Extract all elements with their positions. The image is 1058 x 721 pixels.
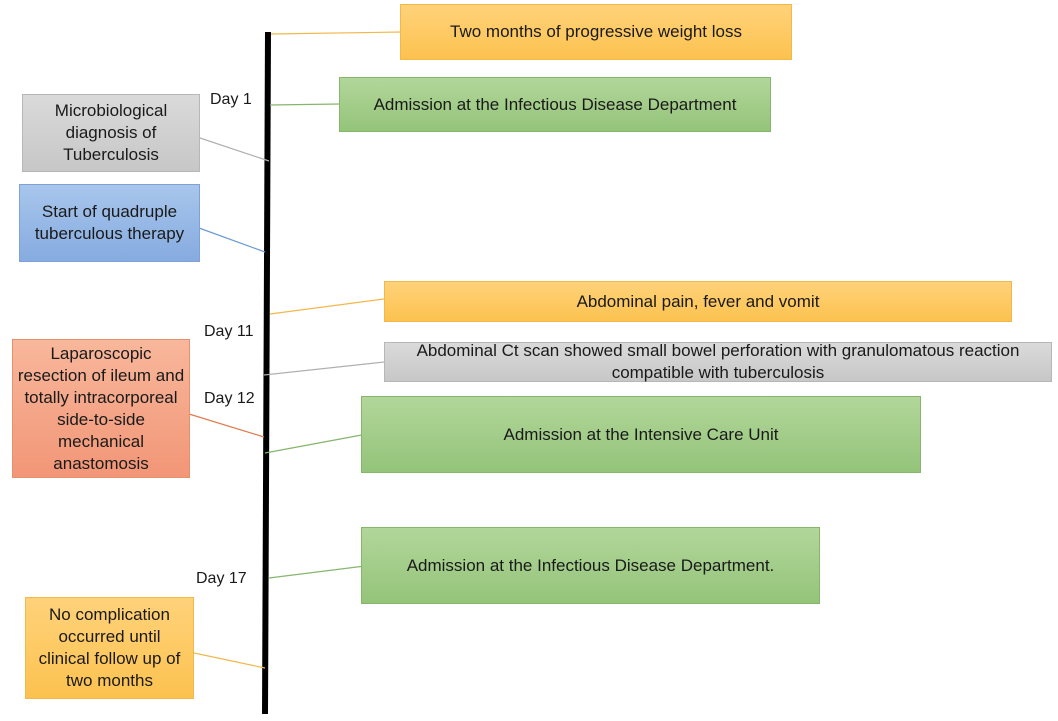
day-11-label: Day 11 (204, 323, 254, 340)
connector-admission-icu (264, 433, 368, 454)
event-quadruple-therapy-text: Start of quadruple tuberculous therapy (34, 202, 185, 243)
event-laparoscopic: Laparoscopic resection of ileum and tota… (12, 339, 190, 478)
connector-admission-idd (269, 103, 341, 106)
event-admission-icu: Admission at the Intensive Care Unit (361, 396, 921, 473)
event-ct-scan-text: Abdominal Ct scan showed small bowel per… (416, 341, 1020, 382)
connector-quadruple-therapy (198, 227, 266, 253)
day-17-label: Day 17 (196, 570, 247, 587)
event-admission-idd-text: Admission at the Infectious Disease Depa… (373, 94, 737, 114)
event-admission-idd-2: Admission at the Infectious Disease Depa… (361, 527, 820, 604)
event-no-complication-text: No complication occurred until clinical … (38, 605, 181, 690)
event-admission-idd-2-text: Admission at the Infectious Disease Depa… (406, 555, 775, 575)
connector-micro-diagnosis (199, 137, 270, 162)
event-micro-diagnosis-text: Microbiological diagnosis of Tuberculosi… (54, 101, 168, 164)
connector-ct-scan (263, 361, 385, 376)
connector-laparoscopic (188, 413, 265, 438)
event-admission-icu-text: Admission at the Intensive Care Unit (503, 424, 779, 444)
connector-abdominal-pain (269, 298, 385, 315)
event-admission-idd: Admission at the Infectious Disease Depa… (339, 77, 771, 132)
connector-weight-loss (270, 31, 402, 35)
event-no-complication: No complication occurred until clinical … (25, 597, 194, 699)
event-laparoscopic-text: Laparoscopic resection of ileum and tota… (17, 343, 185, 473)
event-weight-loss: Two months of progressive weight loss (400, 4, 792, 60)
event-abdominal-pain-text: Abdominal pain, fever and vomit (576, 291, 820, 311)
event-weight-loss-text: Two months of progressive weight loss (450, 22, 742, 41)
event-ct-scan: Abdominal Ct scan showed small bowel per… (384, 341, 1052, 382)
timeline-axis (262, 31, 271, 715)
event-micro-diagnosis: Microbiological diagnosis of Tuberculosi… (22, 94, 200, 172)
event-abdominal-pain: Abdominal pain, fever and vomit (384, 281, 1012, 322)
day-1-label: Day 1 (210, 91, 252, 108)
day-12-label: Day 12 (204, 390, 255, 407)
connector-no-complication (193, 652, 266, 669)
event-quadruple-therapy: Start of quadruple tuberculous therapy (19, 184, 200, 262)
connector-admission-idd-2 (268, 565, 366, 579)
